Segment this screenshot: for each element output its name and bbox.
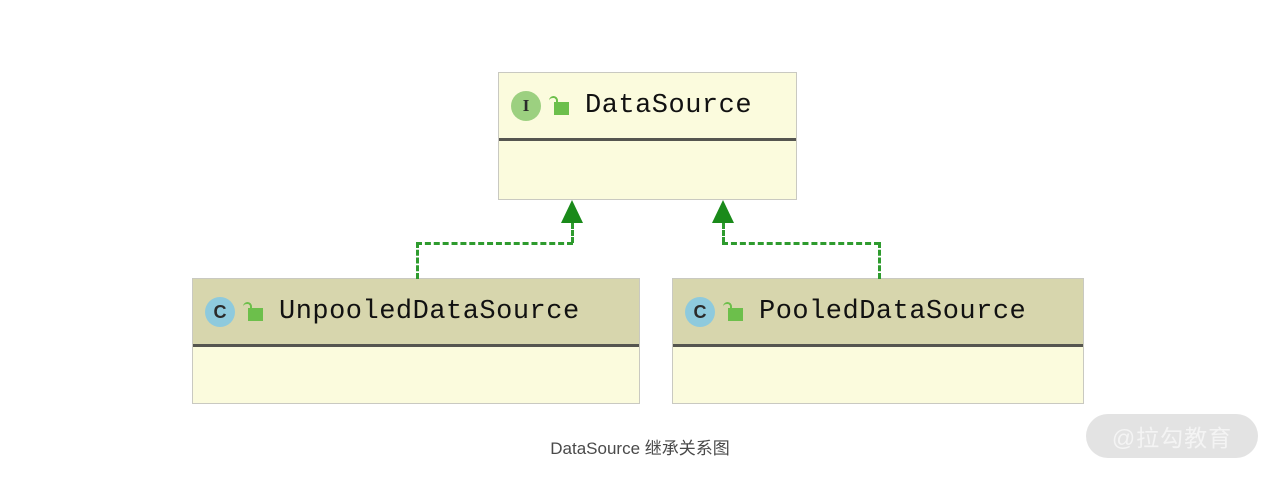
padlock-body: [248, 307, 263, 321]
unlocked-padlock-icon: [549, 95, 569, 117]
uml-node-members-unpooleddatasource: [193, 347, 639, 402]
uml-node-header: I DataSource: [499, 73, 796, 141]
unlocked-padlock-icon: [723, 301, 743, 323]
uml-node-pooleddatasource[interactable]: C PooledDataSource: [672, 278, 1084, 404]
edge-segment-vertical: [722, 223, 725, 243]
edge-segment-horizontal: [722, 242, 880, 245]
uml-node-title-pooleddatasource: PooledDataSource: [759, 296, 1027, 327]
padlock-body: [728, 307, 743, 321]
realization-arrowhead-icon: [712, 200, 734, 223]
uml-node-title-unpooleddatasource: UnpooledDataSource: [279, 296, 580, 327]
realization-arrowhead-icon: [561, 200, 583, 223]
interface-badge-icon: I: [511, 90, 541, 121]
uml-node-members-pooleddatasource: [673, 347, 1083, 402]
padlock-shackle: [723, 301, 732, 311]
uml-node-datasource[interactable]: I DataSource: [498, 72, 797, 200]
padlock-body: [554, 101, 569, 115]
uml-node-unpooleddatasource[interactable]: C UnpooledDataSource: [192, 278, 640, 404]
unlocked-padlock-icon: [243, 301, 263, 323]
uml-node-members-datasource: [499, 141, 796, 198]
edge-segment-vertical: [416, 242, 419, 279]
edge-segment-horizontal: [416, 242, 573, 245]
uml-node-header: C UnpooledDataSource: [193, 279, 639, 347]
watermark-text: @拉勾教育: [1111, 425, 1233, 451]
uml-node-header: C PooledDataSource: [673, 279, 1083, 347]
padlock-shackle: [243, 301, 252, 311]
padlock-shackle: [549, 95, 558, 105]
edge-segment-vertical: [878, 242, 881, 279]
edge-segment-vertical: [571, 223, 574, 243]
class-badge-icon: C: [205, 296, 235, 327]
diagram-caption: DataSource 继承关系图: [550, 439, 730, 458]
class-badge-icon: C: [685, 296, 715, 327]
watermark-badge: @拉勾教育: [1086, 414, 1258, 458]
uml-node-title-datasource: DataSource: [585, 90, 753, 121]
